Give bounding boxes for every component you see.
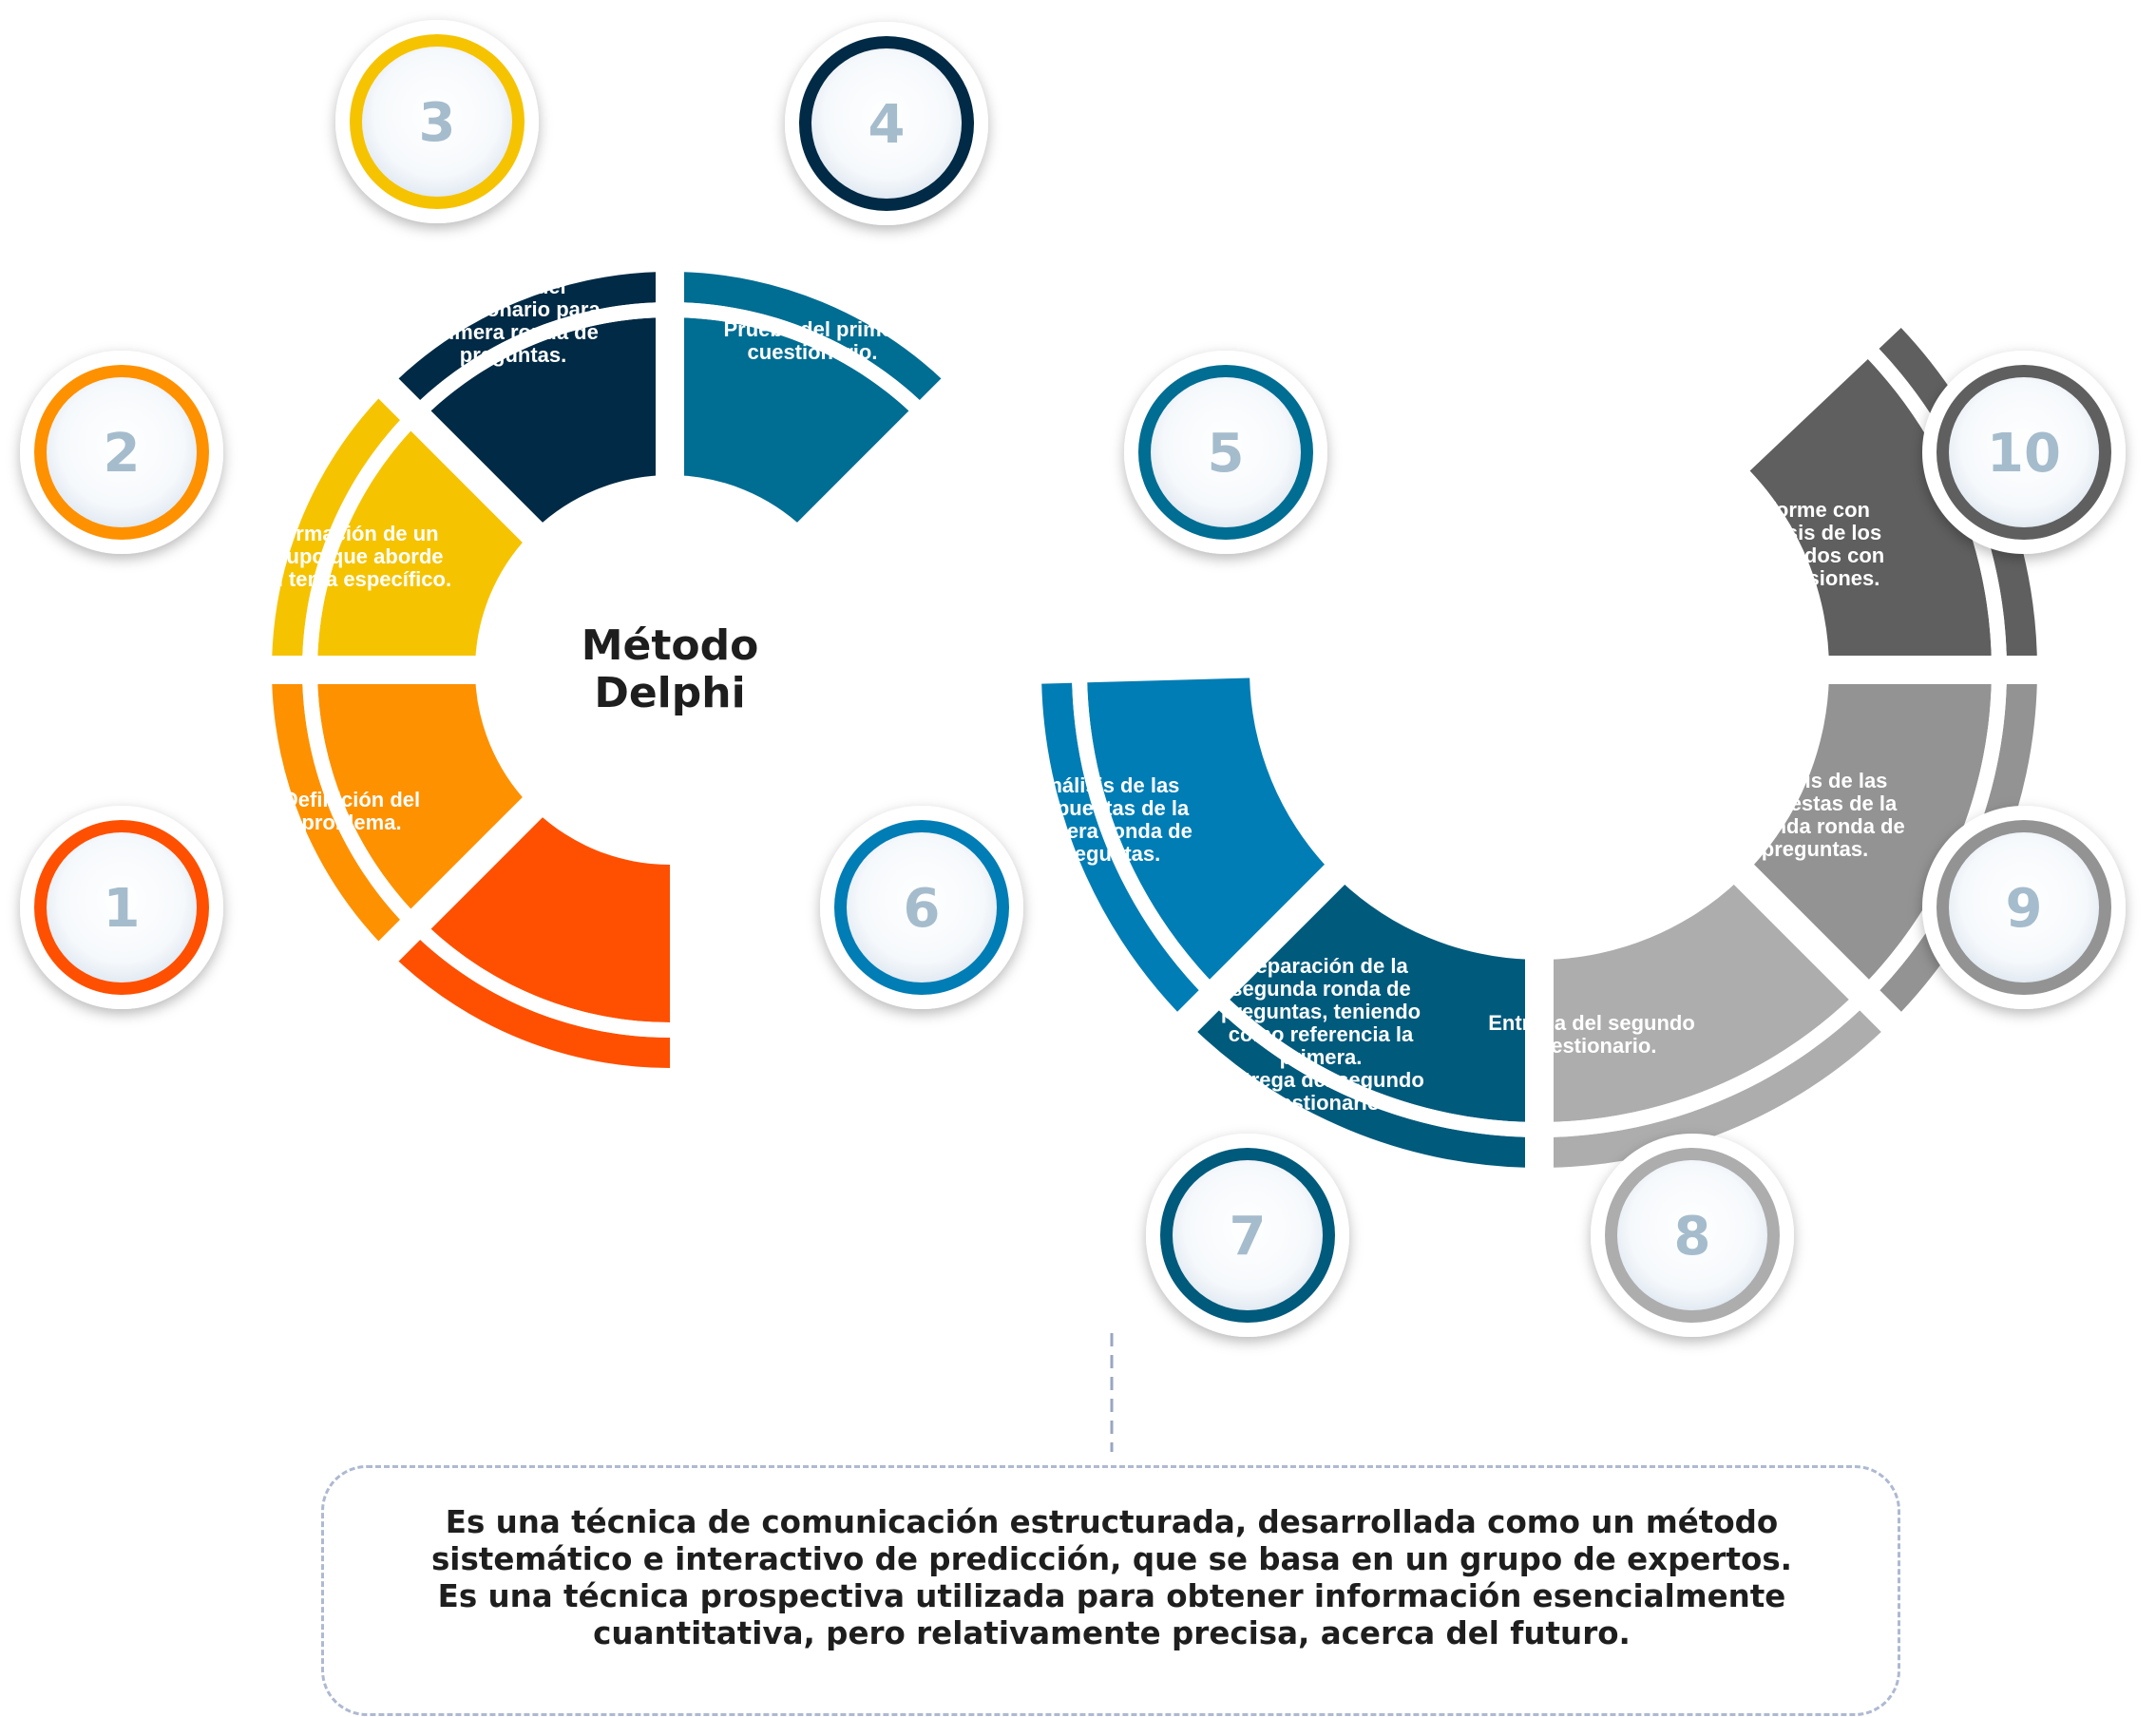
badge-inner-circle xyxy=(847,832,997,983)
step-6-segment xyxy=(1087,677,1329,982)
badge-inner-circle xyxy=(47,377,197,527)
step-7-number: 7 xyxy=(1230,1206,1267,1268)
step-2-label: Formación de un grupo que aborde un tema… xyxy=(257,522,452,591)
step-10-number: 10 xyxy=(1987,423,2061,485)
step-2-number: 2 xyxy=(104,423,141,485)
badge-inner-circle xyxy=(362,47,512,197)
ring-gap-left xyxy=(302,302,930,1039)
separator-line xyxy=(793,371,969,546)
step-10-segment xyxy=(1749,358,1992,670)
step-3-badge: 3 xyxy=(335,20,539,223)
step-5-outer-band xyxy=(679,272,944,403)
step-4-label: Prueba del primer cuestionario. xyxy=(723,317,902,364)
step-7-outer-band xyxy=(1196,1009,1527,1168)
step-5-label: Entrega del cuestionario a los panelista… xyxy=(918,503,1097,572)
step-8-label: Entrega del segundo cuestionario. xyxy=(1488,1011,1695,1058)
step-4-number: 4 xyxy=(868,94,906,156)
separator-line xyxy=(1170,861,1348,1040)
badge-inner-circle xyxy=(1617,1160,1767,1310)
step-5-badge: 5 xyxy=(1124,351,1327,554)
step-1-badge: 1 xyxy=(20,806,223,1009)
step-6-number: 6 xyxy=(904,878,941,940)
segment-separators xyxy=(261,261,2048,1178)
step-1-label: Definición del problema. xyxy=(282,788,421,834)
step-9-outer-band xyxy=(1879,682,2037,1013)
step-10-label: Informe con análisis de los resultados c… xyxy=(1735,498,1885,590)
step-9-segment xyxy=(1749,677,1992,982)
step-8-outer-band xyxy=(1552,1009,1882,1168)
step-4-badge: 4 xyxy=(785,22,988,225)
step-6-outer-band xyxy=(1041,682,1200,1013)
step-3-outer-band xyxy=(272,396,403,660)
step-1-outer-band xyxy=(396,937,670,1068)
step-2-outer-band xyxy=(272,679,403,944)
step-7-badge: 7 xyxy=(1146,1134,1349,1337)
separator-line xyxy=(371,371,546,546)
step-9-label: Análisis de las respuestas de la segunda… xyxy=(1725,769,1905,861)
ring-gaps xyxy=(302,302,2007,1137)
separator-line xyxy=(371,793,546,969)
step-6-badge: 6 xyxy=(820,806,1023,1009)
step-5-number: 5 xyxy=(1208,423,1245,485)
step-8-segment xyxy=(1547,880,1851,1122)
badge-inner-circle xyxy=(1949,832,2099,983)
badge-inner-circle xyxy=(1151,377,1301,527)
badge-inner-circle xyxy=(47,832,197,983)
step-7-label: Preparación de la segunda ronda de pregu… xyxy=(1217,954,1424,1115)
badge-inner-circle xyxy=(811,48,962,199)
step-7-segment xyxy=(1228,880,1532,1122)
step-3-number: 3 xyxy=(419,92,456,154)
step-8-number: 8 xyxy=(1674,1206,1711,1268)
step-10-badge: 10 xyxy=(1922,351,2126,554)
description-text: Es una técnica de comunicación estructur… xyxy=(430,1504,1793,1651)
step-1-number: 1 xyxy=(104,878,141,940)
step-9-number: 9 xyxy=(2006,878,2043,940)
diagram-title: Método Delphi xyxy=(581,621,759,717)
description-box xyxy=(321,1465,1900,1716)
step-8-badge: 8 xyxy=(1591,1134,1794,1337)
badge-inner-circle xyxy=(1949,377,2099,527)
step-9-badge: 9 xyxy=(1922,806,2126,1009)
step-3-label: Diseño del cuestionario para primera ron… xyxy=(426,275,601,367)
badge-inner-circle xyxy=(1173,1160,1323,1310)
step-4-outer-band xyxy=(396,272,660,403)
separator-line xyxy=(1730,861,1909,1040)
step-2-badge: 2 xyxy=(20,351,223,554)
step-6-label: Análisis de las respuestas de la primera… xyxy=(1021,773,1192,866)
